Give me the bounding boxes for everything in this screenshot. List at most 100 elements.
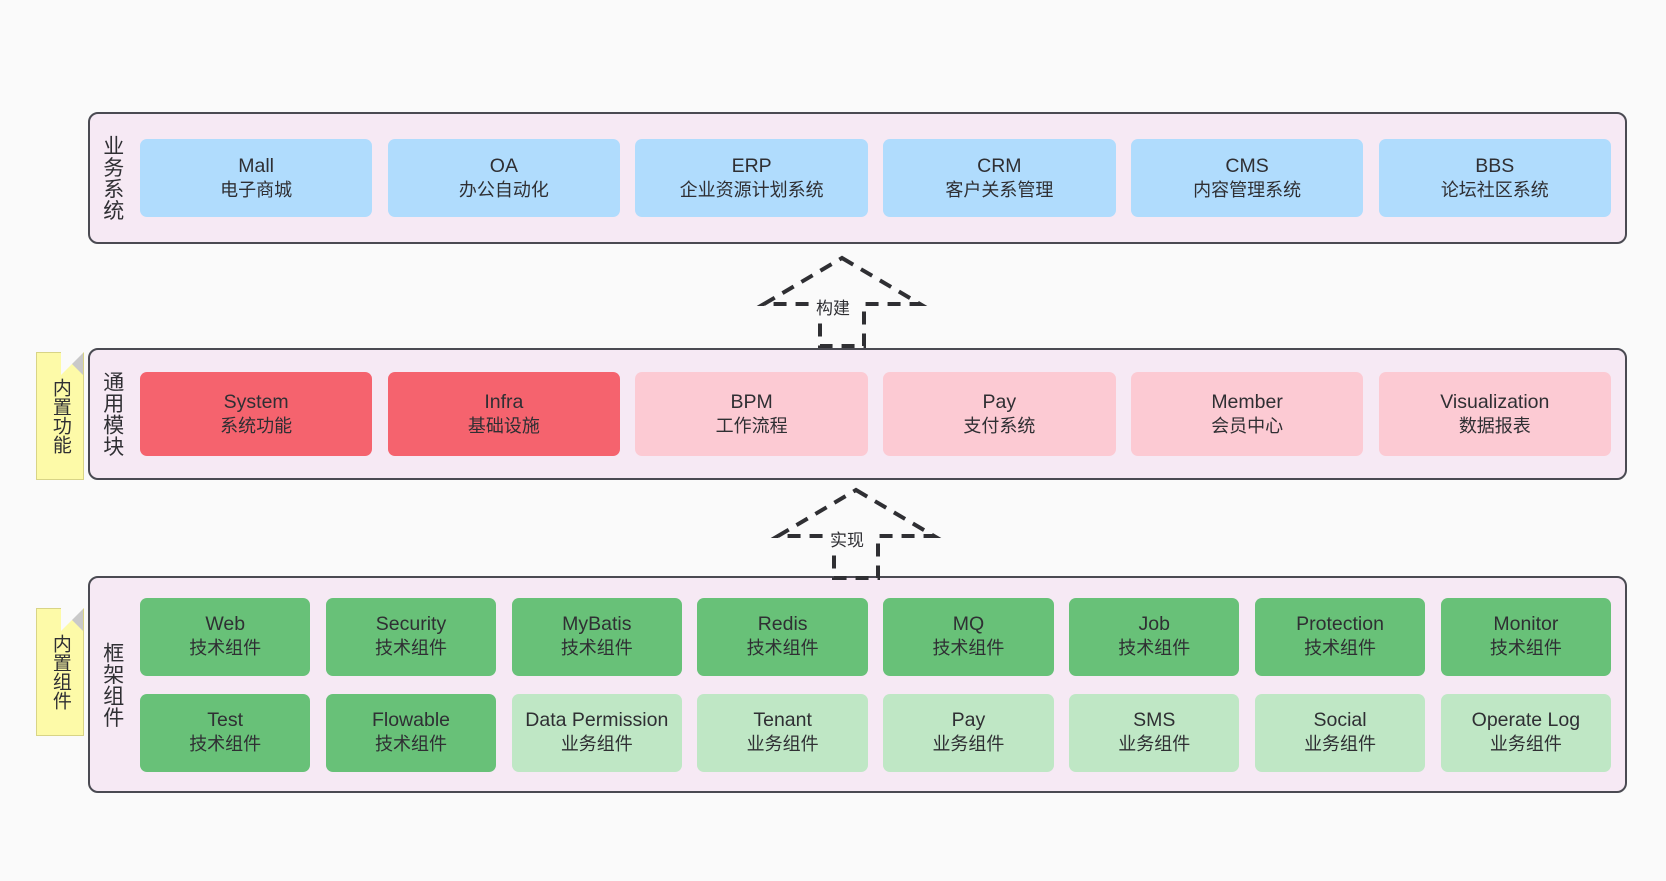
note-label: 内置功能 [49, 378, 71, 454]
card-job[interactable]: Job 技术组件 [1069, 597, 1240, 676]
framework-biz-row: Test 技术组件 Flowable 技术组件 Data Permission … [140, 693, 1612, 772]
card-title: Member [1211, 390, 1283, 413]
card-subtitle: 技术组件 [932, 638, 1005, 659]
card-subtitle: 业务组件 [1118, 734, 1191, 755]
card-redis[interactable]: Redis 技术组件 [697, 597, 868, 676]
card-mybatis[interactable]: MyBatis 技术组件 [511, 597, 682, 676]
card-title: OA [489, 154, 518, 177]
card-mq[interactable]: MQ 技术组件 [883, 597, 1054, 676]
card-subtitle: 基础设施 [467, 415, 540, 436]
card-title: Redis [757, 613, 808, 636]
layer-body-business: Mall 电子商城 OA 办公自动化 ERP 企业资源计划系统 CRM 客户关系… [134, 114, 1625, 242]
card-bbs[interactable]: BBS 论坛社区系统 [1378, 139, 1611, 217]
card-title: ERP [731, 154, 772, 177]
card-monitor[interactable]: Monitor 技术组件 [1440, 597, 1612, 676]
card-visualization[interactable]: Visualization 数据报表 [1378, 372, 1611, 456]
note-label: 内置组件 [49, 634, 71, 710]
note-fold-mask-icon [61, 352, 84, 375]
card-infra[interactable]: Infra 基础设施 [387, 372, 621, 456]
card-subtitle: 业务组件 [746, 734, 819, 755]
card-subtitle: 支付系统 [963, 415, 1036, 436]
module-card-row: System 系统功能 Infra 基础设施 BPM 工作流程 Pay 支付系统… [140, 372, 1611, 456]
connector-realize-label: 实现 [828, 526, 866, 551]
card-title: Mall [238, 154, 275, 177]
note-fold-mask-icon [61, 608, 84, 631]
card-pay-module[interactable]: Pay 支付系统 [883, 372, 1116, 456]
card-title: MQ [952, 613, 985, 636]
business-card-row: Mall 电子商城 OA 办公自动化 ERP 企业资源计划系统 CRM 客户关系… [140, 139, 1611, 217]
card-title: Data Permission [525, 709, 669, 732]
card-system[interactable]: System 系统功能 [140, 372, 373, 456]
layer-body-module: System 系统功能 Infra 基础设施 BPM 工作流程 Pay 支付系统… [134, 350, 1625, 478]
layer-title-framework: 框架组件 [100, 641, 124, 728]
card-subtitle: 业务组件 [932, 734, 1005, 755]
card-web[interactable]: Web 技术组件 [140, 597, 311, 676]
card-subtitle: 会员中心 [1211, 415, 1284, 436]
layer-title-module: 通用模块 [100, 371, 124, 457]
card-subtitle: 技术组件 [375, 734, 447, 755]
card-subtitle: 技术组件 [1489, 638, 1562, 659]
card-operate-log[interactable]: Operate Log 业务组件 [1440, 693, 1612, 772]
card-subtitle: 技术组件 [189, 638, 262, 659]
card-title: Job [1138, 613, 1170, 636]
card-subtitle: 办公自动化 [458, 179, 549, 200]
card-subtitle: 论坛社区系统 [1440, 179, 1549, 200]
framework-tech-row: Web 技术组件 Security 技术组件 MyBatis 技术组件 Redi… [140, 597, 1612, 676]
layer-title-business: 业务系统 [100, 135, 124, 221]
card-subtitle: 业务组件 [1304, 734, 1377, 755]
card-subtitle: 数据报表 [1458, 415, 1531, 436]
card-subtitle: 电子商城 [220, 179, 293, 200]
card-subtitle: 技术组件 [1304, 638, 1377, 659]
card-subtitle: 企业资源计划系统 [679, 179, 824, 200]
card-title: MyBatis [562, 613, 632, 636]
card-subtitle: 技术组件 [560, 638, 633, 659]
card-title: Tenant [753, 709, 812, 732]
build-arrow-shape [756, 255, 928, 348]
card-title: Test [207, 709, 244, 732]
card-subtitle: 客户关系管理 [945, 179, 1054, 200]
card-title: CMS [1225, 154, 1269, 177]
card-title: Web [205, 613, 246, 636]
note-builtin-functions[interactable]: 内置功能 [36, 352, 84, 480]
card-pay-component[interactable]: Pay 业务组件 [883, 693, 1054, 772]
card-subtitle: 工作流程 [715, 415, 788, 436]
card-security[interactable]: Security 技术组件 [325, 597, 497, 676]
card-social[interactable]: Social 业务组件 [1254, 693, 1426, 772]
connector-build-arrow: 构建 [752, 255, 932, 348]
card-title: BPM [730, 390, 773, 413]
realize-arrow-shape [770, 487, 942, 580]
card-title: Infra [484, 390, 524, 413]
card-flowable[interactable]: Flowable 技术组件 [325, 693, 497, 772]
card-title: Pay [982, 390, 1017, 413]
card-erp[interactable]: ERP 企业资源计划系统 [635, 139, 868, 217]
card-title: BBS [1475, 154, 1515, 177]
card-subtitle: 内容管理系统 [1193, 179, 1302, 200]
layer-business-systems: 业务系统 Mall 电子商城 OA 办公自动化 ERP 企业资源计划系统 CRM… [88, 112, 1627, 244]
card-title: CRM [977, 154, 1022, 177]
card-tenant[interactable]: Tenant 业务组件 [697, 693, 868, 772]
card-sms[interactable]: SMS 业务组件 [1069, 693, 1240, 772]
card-title: Pay [951, 709, 986, 732]
card-subtitle: 业务组件 [1489, 734, 1562, 755]
card-title: Monitor [1493, 613, 1559, 636]
card-mall[interactable]: Mall 电子商城 [140, 139, 373, 217]
card-oa[interactable]: OA 办公自动化 [387, 139, 621, 217]
note-builtin-components[interactable]: 内置组件 [36, 608, 84, 736]
card-bpm[interactable]: BPM 工作流程 [635, 372, 868, 456]
card-crm[interactable]: CRM 客户关系管理 [883, 139, 1116, 217]
card-subtitle: 技术组件 [375, 638, 447, 659]
card-title: System [223, 390, 289, 413]
card-subtitle: 业务组件 [560, 734, 633, 755]
connector-realize-arrow: 实现 [766, 487, 946, 580]
layer-body-framework: Web 技术组件 Security 技术组件 MyBatis 技术组件 Redi… [134, 578, 1625, 791]
card-subtitle: 技术组件 [1118, 638, 1191, 659]
card-title: Social [1313, 709, 1367, 732]
card-protection[interactable]: Protection 技术组件 [1254, 597, 1426, 676]
card-data-permission[interactable]: Data Permission 业务组件 [511, 693, 682, 772]
card-cms[interactable]: CMS 内容管理系统 [1130, 139, 1364, 217]
card-title: Flowable [371, 709, 451, 732]
card-member[interactable]: Member 会员中心 [1130, 372, 1364, 456]
layer-framework-components: 框架组件 Web 技术组件 Security 技术组件 MyBatis 技术组件… [88, 576, 1627, 793]
card-test[interactable]: Test 技术组件 [140, 693, 311, 772]
